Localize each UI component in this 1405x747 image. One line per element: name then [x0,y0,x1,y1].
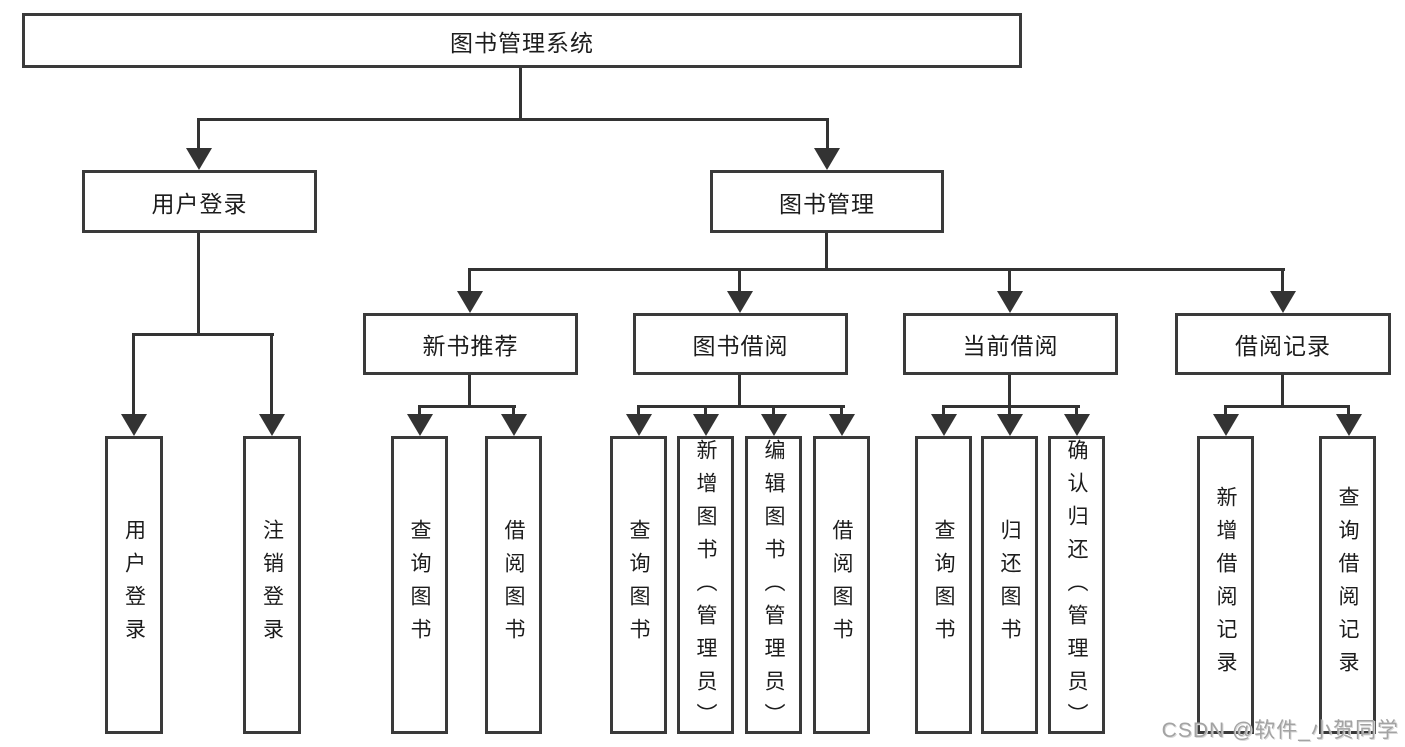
node-label: 图书借阅 [692,333,789,359]
node-label: 图书管理系统 [450,29,594,56]
connector-line [738,271,741,293]
leaf-return-books: 归还图书 [981,436,1038,734]
leaf-label: 新增借阅记录 [1214,486,1237,684]
connector-line [704,405,707,418]
connector-line [197,233,200,336]
arrowhead-down-icon [1213,414,1239,436]
arrowhead-down-icon [186,148,212,170]
leaf-add-borrow-record: 新增借阅记录 [1197,436,1254,734]
node-new-book-recommend: 新书推荐 [363,313,578,375]
connector-line [826,121,829,150]
arrowhead-down-icon [693,414,719,436]
leaf-label: 查询图书 [932,519,955,651]
leaf-label: 用户登录 [122,519,146,651]
arrowhead-down-icon [997,414,1023,436]
leaf-add-books-admin: 新增图书（管理员） [677,436,734,736]
leaf-label: 查询图书 [408,519,431,651]
leaf-label: 编辑图书（管理员） [762,439,785,736]
connector-line [637,405,845,408]
connector-line [132,333,274,336]
arrowhead-down-icon [814,148,840,170]
leaf-label: 查询图书 [627,519,650,651]
connector-line [519,68,522,121]
connector-line [738,375,741,408]
leaf-edit-books-admin: 编辑图书（管理员） [745,436,802,736]
connector-line [840,405,843,418]
connector-line [825,233,828,271]
connector-line [1281,271,1284,293]
connector-line [1224,405,1227,418]
leaf-label: 注销登录 [260,519,284,651]
connector-line [637,405,640,418]
node-book-borrow: 图书借阅 [633,313,848,375]
node-library-system: 图书管理系统 [22,13,1022,68]
arrowhead-down-icon [259,414,285,436]
connector-line [468,268,1285,271]
csdn-watermark: CSDN @软件_小贺同学 [1161,719,1399,742]
connector-line [1281,375,1284,408]
leaf-label: 借阅图书 [502,519,525,651]
arrowhead-down-icon [407,414,433,436]
arrowhead-down-icon [457,291,483,313]
leaf-label: 新增图书（管理员） [694,439,717,736]
connector-line [270,336,273,416]
leaf-label: 归还图书 [998,519,1021,651]
node-label: 当前借阅 [962,333,1059,359]
connector-line [512,405,515,418]
arrowhead-down-icon [727,291,753,313]
arrowhead-down-icon [121,414,147,436]
leaf-borrow-books-recommend: 借阅图书 [485,436,542,734]
leaf-logout: 注销登录 [243,436,301,734]
connector-line [418,405,421,418]
leaf-query-books-borrow: 查询图书 [610,436,667,734]
arrowhead-down-icon [501,414,527,436]
connector-line [468,271,471,293]
leaf-query-borrow-record: 查询借阅记录 [1319,436,1376,734]
leaf-borrow-books: 借阅图书 [813,436,870,734]
connector-line [418,405,516,408]
arrowhead-down-icon [997,291,1023,313]
leaf-label: 借阅图书 [830,519,853,651]
connector-line [942,405,1080,408]
connector-line [197,118,829,121]
leaf-label: 查询借阅记录 [1336,486,1359,684]
connector-line [1347,405,1350,418]
connector-line [132,336,135,416]
node-label: 借阅记录 [1235,333,1331,359]
connector-line [1075,405,1078,418]
arrowhead-down-icon [829,414,855,436]
arrowhead-down-icon [931,414,957,436]
leaf-user-login: 用户登录 [105,436,163,734]
connector-line [1008,271,1011,293]
node-label: 新书推荐 [422,333,519,359]
connector-line [1224,405,1350,408]
connector-line [772,405,775,418]
arrowhead-down-icon [1064,414,1090,436]
leaf-confirm-return-admin: 确认归还（管理员） [1048,436,1105,736]
node-label: 图书管理 [779,190,875,217]
connector-line [468,375,471,408]
node-current-borrow: 当前借阅 [903,313,1118,375]
leaf-label: 确认归还（管理员） [1065,439,1088,736]
connector-line [1008,375,1011,408]
leaf-query-books-recommend: 查询图书 [391,436,448,734]
node-user-login: 用户登录 [82,170,317,233]
node-label: 用户登录 [151,190,248,217]
connector-line [1008,405,1011,418]
arrowhead-down-icon [1270,291,1296,313]
connector-line [197,121,200,150]
leaf-query-books-current: 查询图书 [915,436,972,734]
node-borrow-records: 借阅记录 [1175,313,1391,375]
node-book-management: 图书管理 [710,170,944,233]
arrowhead-down-icon [761,414,787,436]
arrowhead-down-icon [1336,414,1362,436]
arrowhead-down-icon [626,414,652,436]
connector-line [942,405,945,418]
